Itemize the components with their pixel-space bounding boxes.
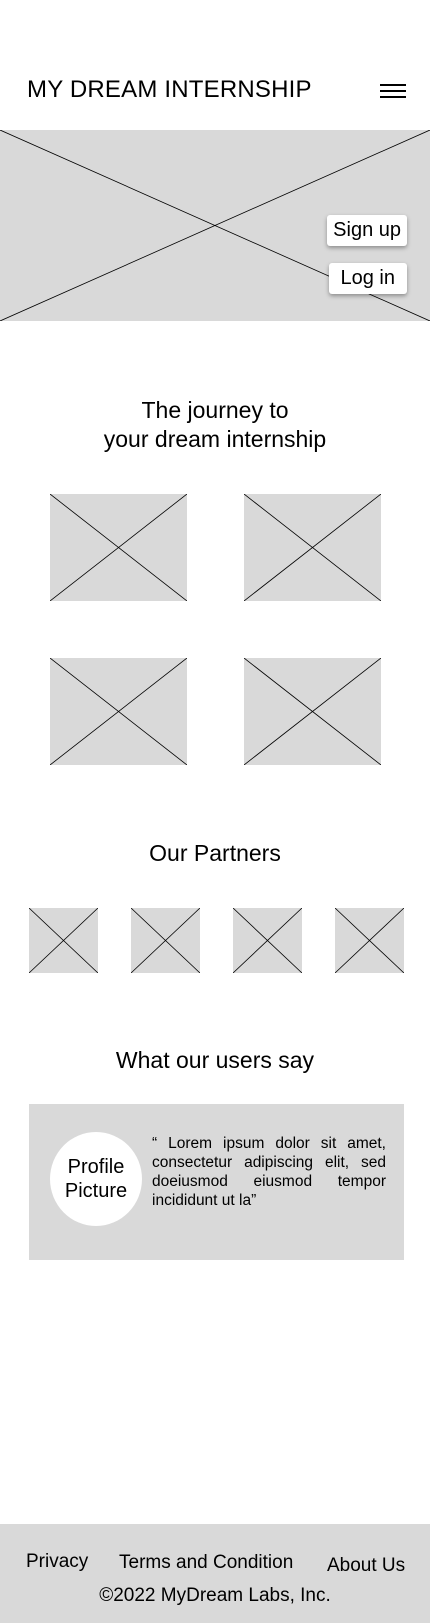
signup-button[interactable]: Sign up xyxy=(327,215,407,246)
profile-picture-label-line2: Picture xyxy=(64,1180,128,1202)
journey-title: The journey to your dream internship xyxy=(0,396,430,454)
profile-picture-label-line1: Profile xyxy=(67,1156,125,1178)
journey-image-placeholder xyxy=(50,658,187,765)
testimonial-quote: “ Lorem ipsum dolor sit amet, consectetu… xyxy=(152,1135,386,1209)
partner-logo-placeholder xyxy=(233,908,302,973)
partner-logo-placeholder xyxy=(29,908,98,973)
journey-image-placeholder xyxy=(244,658,381,765)
journey-title-line1: The journey to xyxy=(141,397,289,423)
testimonials-title: What our users say xyxy=(115,1047,315,1073)
login-button[interactable]: Log in xyxy=(328,263,407,294)
footer: Privacy Terms and Condition About Us xyxy=(0,1524,430,1623)
partner-logo-placeholder xyxy=(131,908,200,973)
hamburger-menu-icon[interactable] xyxy=(378,80,408,102)
footer-link-terms[interactable]: Terms and Condition xyxy=(119,1552,294,1573)
partners-title: Our Partners xyxy=(149,840,281,866)
journey-image-placeholder xyxy=(244,494,381,601)
testimonial-card: Profile Picture “ Lorem ipsum dolor sit … xyxy=(29,1104,404,1260)
journey-image-placeholder xyxy=(50,494,187,601)
profile-picture-placeholder: Profile Picture xyxy=(50,1132,142,1226)
journey-title-line2: your dream internship xyxy=(103,426,327,452)
hero-image-placeholder: Sign up Log in xyxy=(0,130,430,321)
partner-logo-placeholder xyxy=(335,908,404,973)
copyright-text: ©2022 MyDream Labs, Inc. xyxy=(99,1585,331,1606)
site-title: MY DREAM INTERNSHIP xyxy=(27,76,312,103)
footer-link-privacy[interactable]: Privacy xyxy=(26,1551,89,1572)
footer-link-about[interactable]: About Us xyxy=(327,1555,406,1576)
